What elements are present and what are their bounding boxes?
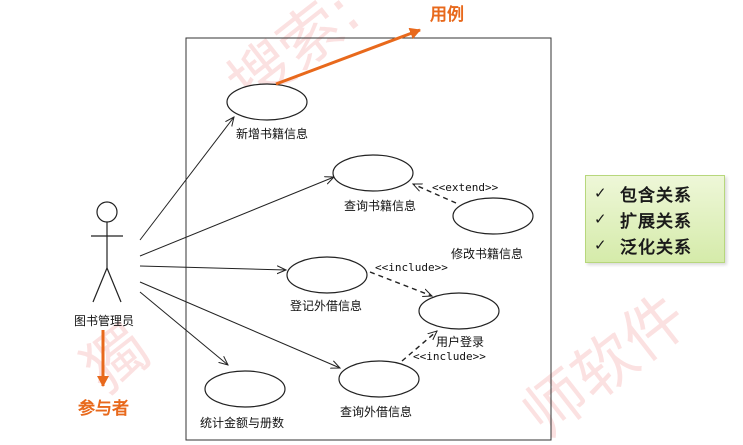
- use-case-label: 登记外借信息: [290, 298, 362, 313]
- extend-stereotype: <<extend>>: [432, 181, 499, 194]
- actor-label: 图书管理员: [74, 313, 134, 328]
- actor-figure: [91, 201, 123, 303]
- watermark-text: 师软件: [509, 280, 701, 445]
- include-line: [401, 331, 437, 362]
- use-case-label: 查询书籍信息: [344, 198, 416, 213]
- association-line: [139, 117, 234, 241]
- use-case-query-loans: [338, 360, 420, 398]
- check-icon: ✓: [594, 210, 607, 228]
- relation-label: 包含关系: [620, 185, 692, 206]
- use-case-callout: 用例: [430, 4, 464, 25]
- associations: [139, 117, 340, 368]
- include-line: [369, 271, 432, 296]
- check-icon: ✓: [594, 236, 607, 254]
- extend-line: [413, 183, 457, 204]
- relations-box: ✓ 包含关系 ✓ 扩展关系 ✓ 泛化关系: [585, 175, 725, 263]
- use-case-label: 用户登录: [436, 334, 484, 349]
- use-case-login: [418, 292, 500, 330]
- use-case-stats: [204, 370, 286, 408]
- use-case-query-books: [332, 154, 414, 192]
- actor-callout: 参与者: [78, 398, 129, 419]
- relation-item: ✓ 泛化关系: [594, 232, 724, 258]
- use-case-label: 查询外借信息: [340, 404, 412, 419]
- check-icon: ✓: [594, 184, 607, 202]
- use-case-label: 新增书籍信息: [236, 126, 308, 141]
- use-case-add-book: [226, 83, 308, 121]
- relation-item: ✓ 扩展关系: [594, 206, 724, 232]
- system-boundary: [185, 37, 552, 441]
- use-case-label: 统计金额与册数: [200, 415, 284, 430]
- include-stereotype: <<include>>: [413, 350, 486, 363]
- relation-label: 扩展关系: [620, 211, 692, 232]
- include-stereotype: <<include>>: [375, 261, 448, 274]
- relation-label: 泛化关系: [620, 237, 692, 258]
- use-case-callout-arrow: [275, 27, 421, 86]
- relation-item: ✓ 包含关系: [594, 180, 724, 206]
- association-line: [139, 177, 334, 257]
- use-case-label: 修改书籍信息: [451, 246, 523, 261]
- use-case-modify-book: [452, 197, 534, 235]
- association-line: [139, 291, 228, 365]
- association-line: [139, 281, 340, 368]
- use-case-register-loan: [286, 256, 368, 294]
- association-line: [139, 266, 286, 270]
